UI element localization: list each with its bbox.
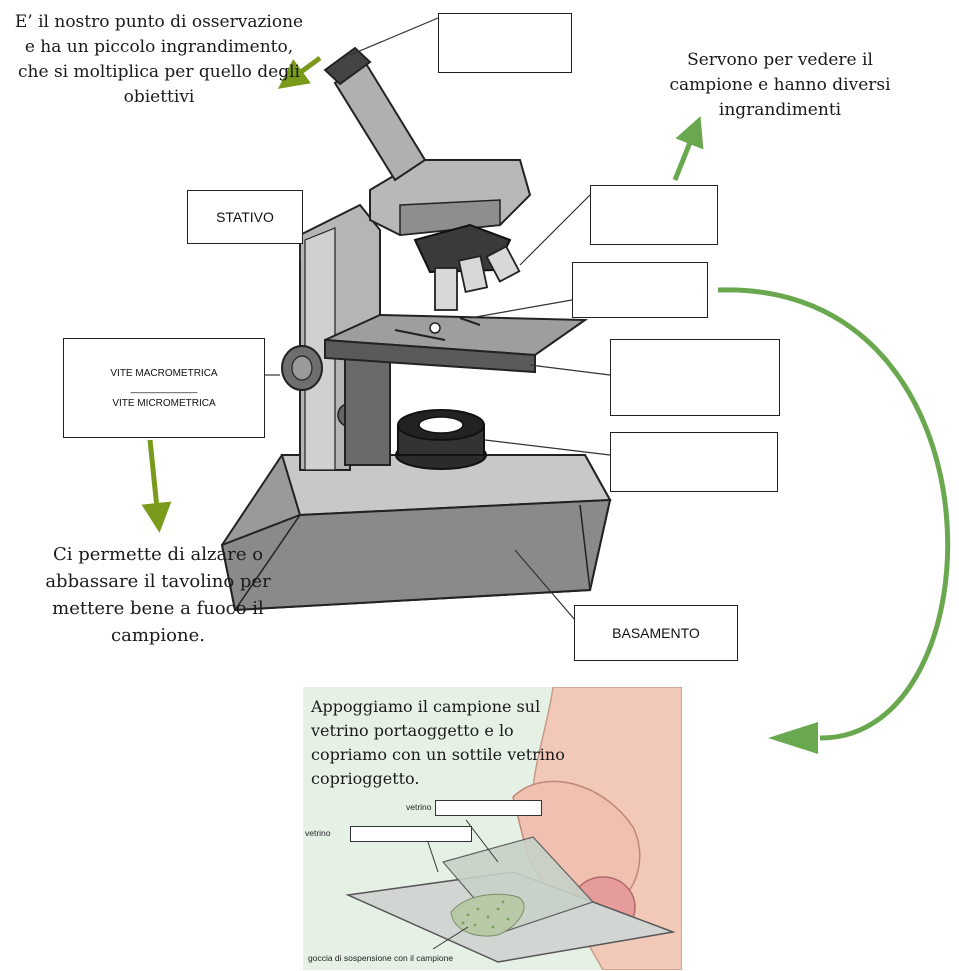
label-box-light[interactable] [610,432,778,492]
vetrino-top-field[interactable] [435,800,542,816]
slide-instructions: Appoggiamo il campione sul vetrino porta… [311,697,565,788]
vetrino-left-label: vetrino [305,828,331,838]
label-box-ocular[interactable] [438,13,572,73]
label-box-basamento[interactable]: BASAMENTO [574,605,738,661]
label-box-stage[interactable] [572,262,708,318]
stativo-label: STATIVO [216,209,274,225]
objectives-description: Servono per vedere il campione e hanno d… [669,50,891,120]
label-box-condenser[interactable] [610,339,780,416]
arrow-stage-to-slide-head [768,722,818,754]
arrow-stage-to-slide [717,287,951,741]
sample-caption: goccia di sospensione con il campione [308,953,454,963]
arrow-to-objectives-text [672,116,704,181]
hand-slide-illustration [345,687,682,970]
label-box-objectives[interactable] [590,185,718,245]
vetrino-left-field[interactable] [350,826,472,842]
arrow-to-ocular-text [277,55,322,89]
label-box-stativo[interactable]: STATIVO [187,190,303,244]
slide-preparation-panel: Appoggiamo il campione sul vetrino porta… [303,687,682,970]
vetrino-top-label: vetrino [406,802,432,812]
screws-description: Ci permette di alzare o abbassare il tav… [45,544,271,646]
basamento-label: BASAMENTO [612,625,700,641]
arrow-to-screws-text [141,439,172,533]
vite-micrometrica-label: VITE MICROMETRICA [112,397,216,409]
ocular-description: E’ il nostro punto di osservazione e ha … [14,12,304,107]
vite-macrometrica-label: VITE MACROMETRICA [110,367,218,379]
label-box-screws[interactable]: VITE MACROMETRICA ____________ VITE MICR… [63,338,265,438]
separator-line: ____________ [130,382,198,394]
